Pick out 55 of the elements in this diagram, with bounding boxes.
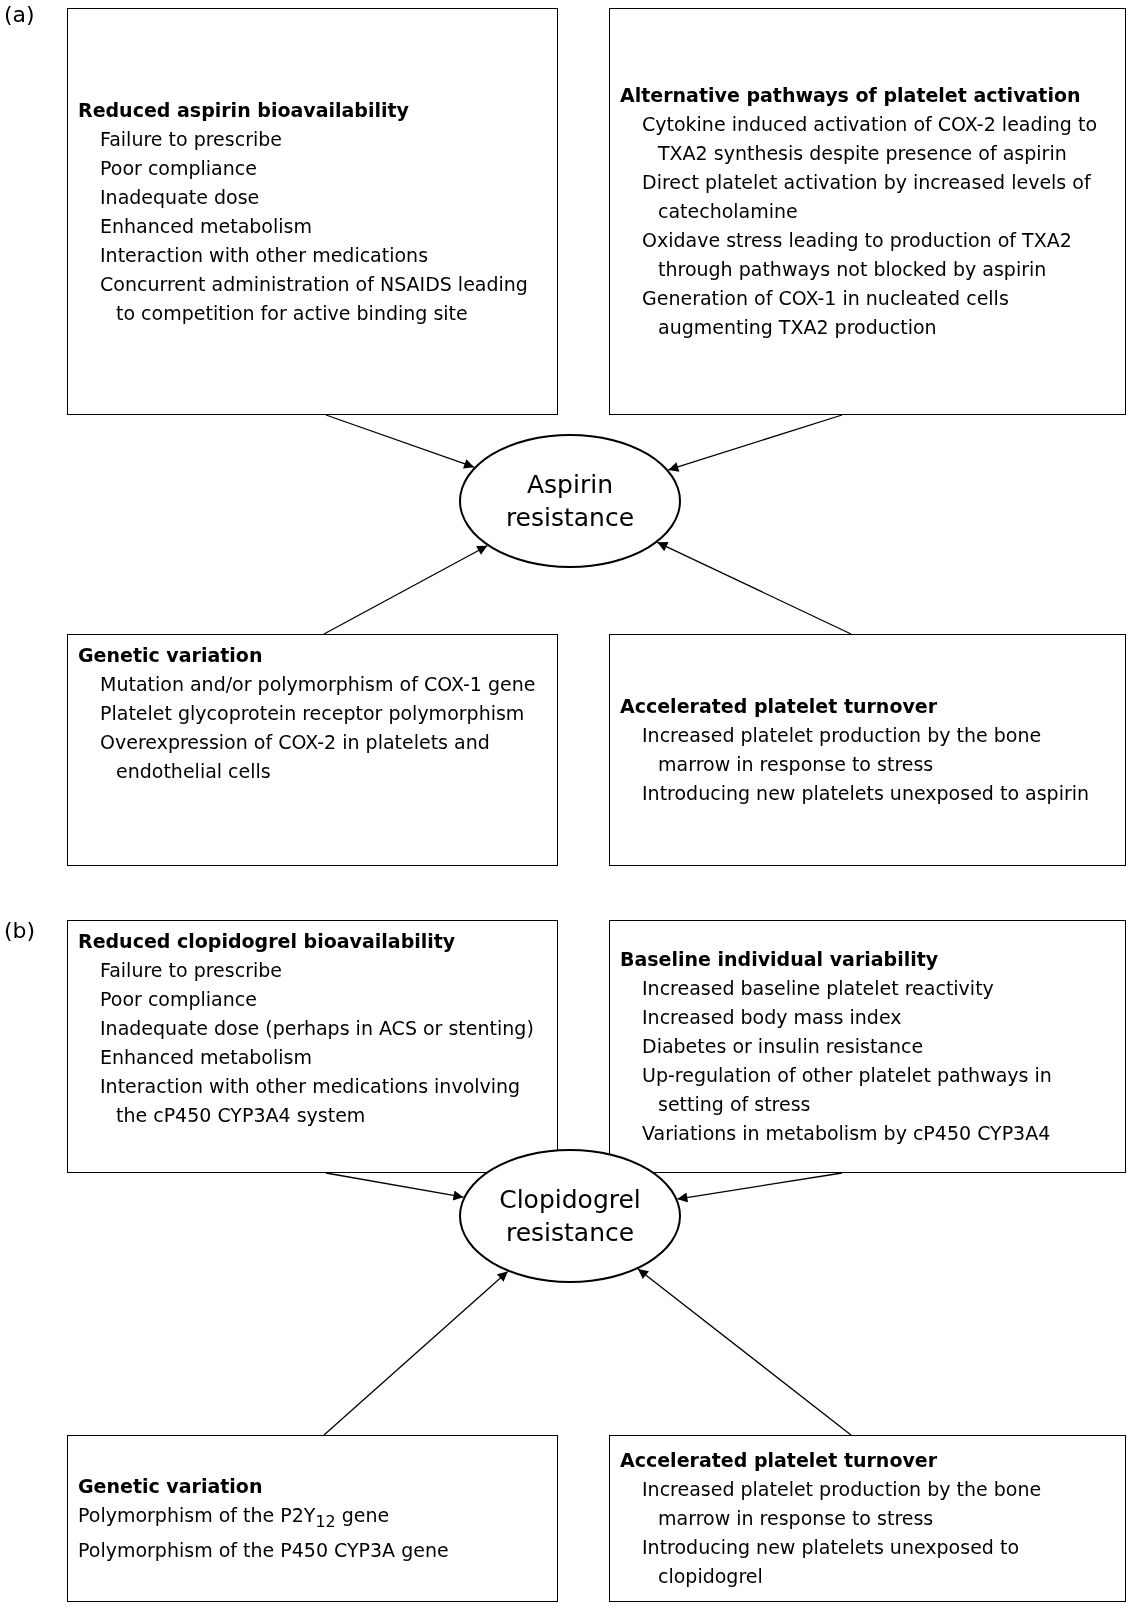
cause-item: Platelet glycoprotein receptor polymorphism xyxy=(100,701,526,726)
arrow xyxy=(323,545,488,635)
box-heading: Genetic variation xyxy=(78,643,264,668)
ellipse-label: Aspirin resistance xyxy=(504,469,636,534)
cause-item: Generation of COX-1 in nucleated cells augmenting TXA2 production xyxy=(642,286,1010,340)
arrow xyxy=(667,414,843,472)
cause-item: Polymorphism of the P450 CYP3A gene xyxy=(78,1537,450,1563)
cause-item: Introducing new platelets unexposed to aspirin xyxy=(642,781,1091,806)
arrow xyxy=(637,1268,852,1436)
cause-item: Interaction with other medications involving the cP450 CYP3A4 system xyxy=(100,1074,522,1128)
cause-item: Mutation and/or polymorphism of COX-1 gene xyxy=(100,672,537,697)
box-heading: Reduced clopidogrel bioavailability xyxy=(78,929,457,954)
cause-item: Polymorphism of the P2Y$_{12}$ gene xyxy=(78,1503,391,1533)
arrow xyxy=(323,1270,509,1436)
cause-box xyxy=(609,8,1126,415)
box-heading: Accelerated platelet turnover xyxy=(620,1448,939,1473)
box-heading: Reduced aspirin bioavailability xyxy=(78,97,410,123)
box-heading: Alternative pathways of platelet activation xyxy=(620,83,1082,108)
cause-item: Increased body mass index xyxy=(642,1005,903,1030)
cause-item: Variations in metabolism by cP450 CYP3A4 xyxy=(642,1121,1052,1146)
cause-box xyxy=(609,1435,1126,1602)
cause-box xyxy=(67,920,558,1173)
cause-item: Cytokine induced activation of COX-2 leading to TXA2 synthesis despite presence of aspirin xyxy=(642,112,1099,166)
cause-item: Enhanced metabolism xyxy=(100,1045,313,1070)
panel-label: (a) xyxy=(4,2,35,27)
arrow xyxy=(325,414,475,469)
box-heading: Genetic variation xyxy=(78,1474,264,1500)
panel-label: (b) xyxy=(4,918,36,943)
box-heading: Baseline individual variability xyxy=(620,947,940,972)
cause-box xyxy=(67,634,558,866)
cause-box xyxy=(609,920,1126,1173)
cause-item: Increased platelet production by the bone marrow in response to stress xyxy=(642,1477,1043,1531)
cause-item: Failure to prescribe xyxy=(100,126,283,152)
cause-box xyxy=(67,1435,558,1602)
cause-item: Failure to prescribe xyxy=(100,958,283,983)
cause-item: Enhanced metabolism xyxy=(100,213,313,239)
cause-box xyxy=(67,8,558,415)
cause-item: Direct platelet activation by increased levels of catecholamine xyxy=(642,170,1092,224)
cause-item: Diabetes or insulin resistance xyxy=(642,1034,925,1059)
cause-item: Overexpression of COX-2 in platelets and endothelial cells xyxy=(100,730,491,784)
cause-item: Poor compliance xyxy=(100,155,258,181)
cause-item: Oxidave stress leading to production of TXA2 through pathways not blocked by aspirin xyxy=(642,228,1073,282)
cause-item: Inadequate dose (perhaps in ACS or stenting) xyxy=(100,1016,535,1041)
cause-item: Up-regulation of other platelet pathways in setting of stress xyxy=(642,1063,1053,1117)
ellipse-label: Clopidogrel resistance xyxy=(499,1184,641,1249)
box-heading: Accelerated platelet turnover xyxy=(620,694,939,719)
cause-item: Inadequate dose xyxy=(100,184,261,210)
cause-item: Increased baseline platelet reactivity xyxy=(642,976,995,1001)
arrow xyxy=(656,541,852,635)
cause-item: Interaction with other medications xyxy=(100,242,430,268)
cause-item: Increased platelet production by the bone marrow in response to stress xyxy=(642,723,1043,777)
cause-item: Poor compliance xyxy=(100,987,258,1012)
cause-box xyxy=(609,634,1126,866)
cause-item: Concurrent administration of NSAIDS leading to competition for active binding site xyxy=(100,271,529,326)
cause-item: Introducing new platelets unexposed to clopidogrel xyxy=(642,1535,1020,1589)
